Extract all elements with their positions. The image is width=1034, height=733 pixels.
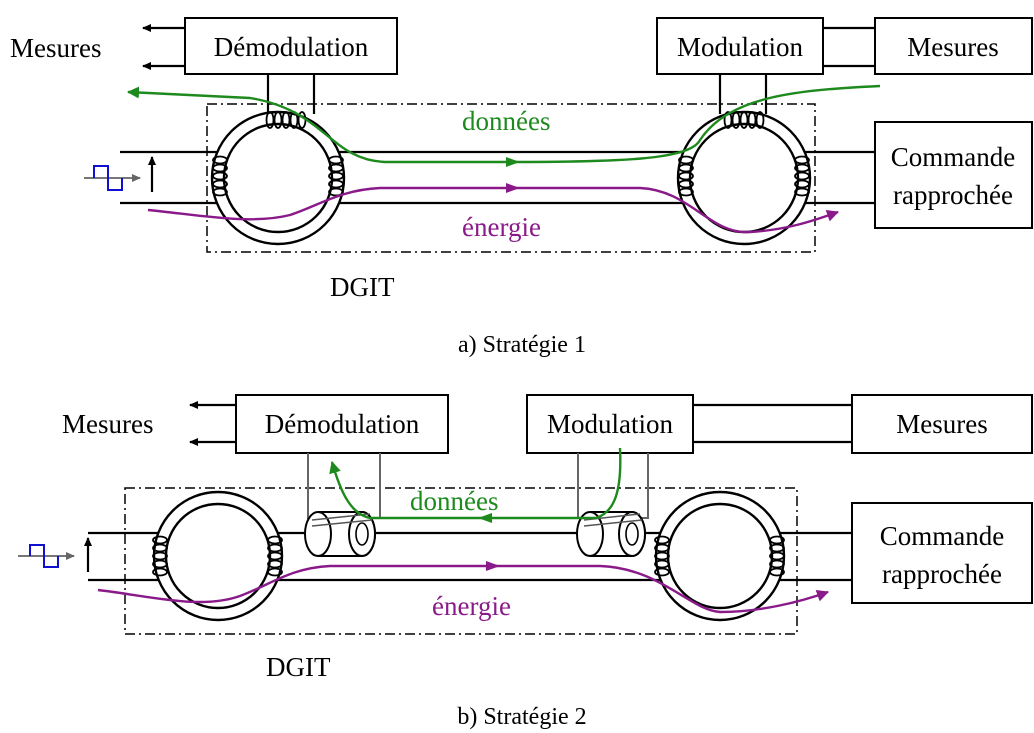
coil-icon xyxy=(678,155,694,197)
dgit-label: DGIT xyxy=(266,652,331,682)
data-flow-arrow xyxy=(329,447,622,520)
modulation-label: Modulation xyxy=(677,32,803,62)
toroid-transformer-icon xyxy=(676,110,812,246)
energy-flow-arrow xyxy=(147,186,839,234)
coil-icon xyxy=(723,111,765,129)
square-wave-source-icon xyxy=(18,544,75,568)
strategy-2-diagram: Mesures Démodulation Modulation Mesures xyxy=(18,394,1033,730)
right-measures-box xyxy=(851,394,1033,454)
demodulation-box xyxy=(235,394,449,454)
close-control-label-line1: Commande xyxy=(891,142,1015,172)
caption-strategy-2: b) Stratégie 2 xyxy=(457,704,586,730)
cylindrical-core-icon xyxy=(304,511,376,557)
left-measures-label: Mesures xyxy=(10,33,101,63)
left-measures-label: Mesures xyxy=(62,409,153,439)
demodulation-label: Démodulation xyxy=(214,32,369,62)
modulation-label: Modulation xyxy=(547,409,673,439)
energy-flow-arrow xyxy=(97,564,829,614)
dgit-boundary xyxy=(206,103,816,253)
energy-flow-label: énergie xyxy=(462,212,541,242)
square-wave-source-icon xyxy=(84,165,141,191)
close-control-label-line1: Commande xyxy=(880,521,1004,551)
toroid-transformer-icon xyxy=(654,490,786,622)
close-control-box xyxy=(874,121,1033,229)
data-flow-label: données xyxy=(462,106,550,136)
coil-icon xyxy=(212,155,228,197)
right-measures-box xyxy=(874,17,1033,75)
coil-icon xyxy=(152,535,168,577)
coil-icon xyxy=(794,155,810,197)
strategy-1-diagram: Mesures Démodulation Modulation Mesures xyxy=(10,17,1033,358)
coil-icon xyxy=(654,535,670,577)
coil-icon xyxy=(328,155,344,197)
modulation-box xyxy=(656,17,824,75)
demodulation-label: Démodulation xyxy=(265,409,420,439)
close-control-label-line2: rapprochée xyxy=(893,180,1013,210)
coil-icon xyxy=(769,535,785,577)
energy-flow-label: énergie xyxy=(432,591,511,621)
dgit-boundary xyxy=(124,487,798,635)
demodulation-box xyxy=(184,17,398,75)
data-flow-label: données xyxy=(410,486,498,516)
coil-icon xyxy=(267,535,283,577)
dgit-label: DGIT xyxy=(330,272,395,302)
data-flow-arrow xyxy=(127,84,881,164)
right-measures-label: Mesures xyxy=(896,409,987,439)
close-control-label-line2: rapprochée xyxy=(882,559,1002,589)
caption-strategy-1: a) Stratégie 1 xyxy=(458,332,586,358)
right-measures-label: Mesures xyxy=(907,32,998,62)
modulation-box xyxy=(526,394,694,454)
cylindrical-core-icon xyxy=(576,511,646,557)
close-control-box xyxy=(851,502,1033,604)
toroid-transformer-icon xyxy=(152,490,284,622)
toroid-transformer-icon xyxy=(210,110,346,246)
